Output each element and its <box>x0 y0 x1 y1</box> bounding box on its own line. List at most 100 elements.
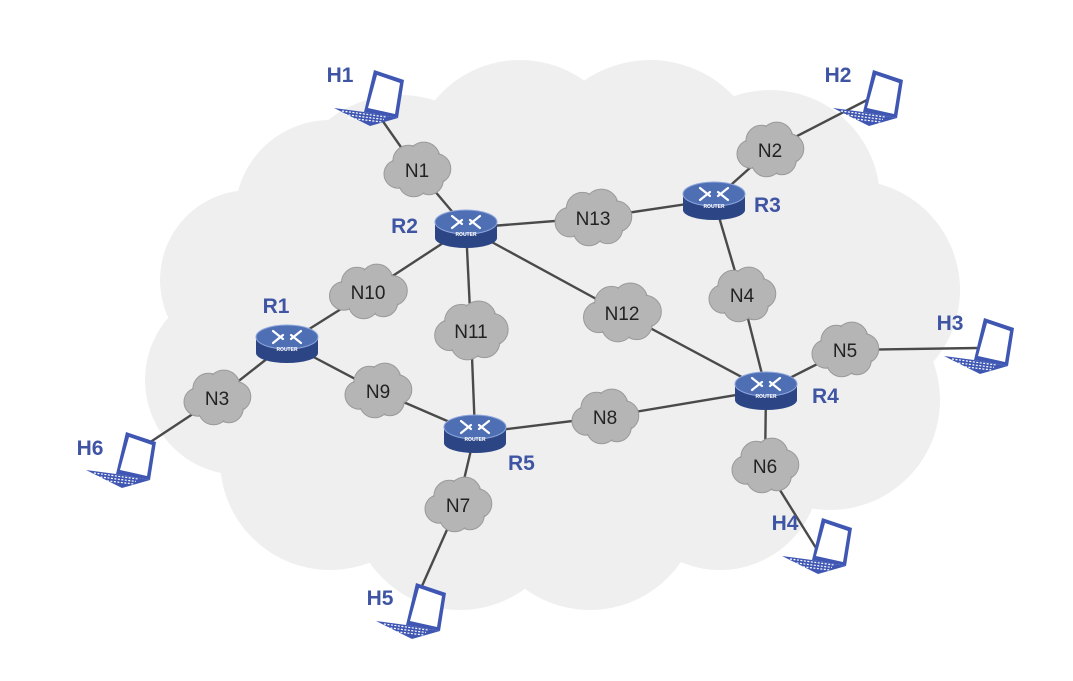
network-cloud-n13: N13 <box>554 188 633 247</box>
network-label-n4: N4 <box>730 286 755 307</box>
router-top <box>734 371 798 397</box>
laptop-keys <box>795 565 831 571</box>
network-label-n7: N7 <box>446 496 470 517</box>
cloud-fill <box>585 397 625 437</box>
router-top <box>255 324 319 350</box>
network-cloud-n11: N11 <box>434 300 509 361</box>
laptop-keys <box>951 358 997 366</box>
router-top <box>443 414 507 440</box>
router-badge: ROUTER <box>464 437 486 443</box>
host-label-h2: H2 <box>825 64 852 87</box>
network-cloud-n1: N1 <box>383 141 452 198</box>
router-r5: ROUTER <box>443 414 507 453</box>
router-arrows-icon <box>459 419 491 435</box>
laptop-display <box>816 523 848 562</box>
router-top <box>682 181 746 207</box>
router-top <box>434 209 498 235</box>
network-cloud-n7: N7 <box>424 476 493 533</box>
laptop-keys <box>386 626 427 634</box>
cloud-fill <box>397 150 437 190</box>
laptop-keys <box>846 117 882 123</box>
network-cloud-n8: N8 <box>571 388 640 445</box>
cloud-fill <box>358 371 398 411</box>
router-label-r5: R5 <box>508 452 535 475</box>
laptop-keys <box>341 110 387 118</box>
router-r1: ROUTER <box>255 324 319 363</box>
laptop-keys <box>792 561 833 569</box>
router-r3: ROUTER <box>682 181 746 220</box>
router-label-r4: R4 <box>812 385 839 408</box>
router-label-r2: R2 <box>391 215 418 238</box>
router-r4: ROUTER <box>734 371 798 410</box>
background-cloud-puff <box>270 190 570 490</box>
router-badge: ROUTER <box>703 204 725 210</box>
laptop-keys <box>957 365 993 371</box>
network-cloud-n12: N12 <box>583 282 662 343</box>
cloud-fill <box>722 275 762 315</box>
laptop-icon-h2 <box>833 70 903 126</box>
laptop-keys <box>383 623 429 631</box>
host-label-h1: H1 <box>327 64 354 87</box>
network-label-n3: N3 <box>205 389 229 410</box>
router-badge: ROUTER <box>455 232 477 238</box>
laptop-display <box>410 588 442 627</box>
cloud-fill <box>449 309 493 353</box>
router-r2: ROUTER <box>434 209 498 248</box>
host-label-h4: H4 <box>772 512 799 535</box>
laptop-keys <box>954 361 995 369</box>
network-cloud-n3: N3 <box>183 369 252 426</box>
laptop-display <box>978 323 1010 362</box>
laptop-display <box>867 75 899 114</box>
router-base <box>683 200 745 220</box>
network-label-n1: N1 <box>405 161 429 182</box>
router-badge: ROUTER <box>276 347 298 353</box>
router-arrows-icon <box>450 214 482 230</box>
router-base <box>256 343 318 363</box>
laptop-icon-h3 <box>944 318 1014 374</box>
router-arrows-icon <box>698 186 730 202</box>
cloud-fill <box>745 446 785 486</box>
laptop-display <box>368 75 400 114</box>
router-base <box>444 433 506 453</box>
host-label-h5: H5 <box>367 587 394 610</box>
laptop-keys <box>789 558 835 566</box>
network-cloud-n9: N9 <box>344 362 413 419</box>
laptop-keys <box>389 630 425 636</box>
router-badge: ROUTER <box>755 394 777 400</box>
host-label-h3: H3 <box>937 312 964 335</box>
network-label-n12: N12 <box>605 304 640 325</box>
cloud-fill <box>438 485 478 525</box>
router-label-r1: R1 <box>263 295 290 318</box>
network-label-n5: N5 <box>833 341 857 362</box>
router-arrows-icon <box>750 376 782 392</box>
laptop-keys <box>347 117 383 123</box>
network-cloud-n4: N4 <box>708 266 777 323</box>
laptop-icon-h1 <box>334 70 404 126</box>
host-label-h6: H6 <box>77 437 104 460</box>
laptop-icon-h4 <box>782 518 852 574</box>
cloud-fill <box>600 291 644 335</box>
network-label-n8: N8 <box>593 408 617 429</box>
cloud-fill <box>825 330 865 370</box>
router-base <box>435 228 497 248</box>
network-label-n11: N11 <box>454 322 487 343</box>
laptop-keys <box>96 475 137 483</box>
laptop-display <box>120 437 152 476</box>
router-label-r3: R3 <box>754 194 781 217</box>
cloud-fill <box>750 130 790 170</box>
network-label-n13: N13 <box>576 209 611 230</box>
laptop-icon-h5 <box>376 583 446 639</box>
laptop-keys <box>93 472 139 480</box>
network-cloud-n10: N10 <box>329 263 408 320</box>
laptop-icon-h6 <box>86 432 156 488</box>
router-arrows-icon <box>271 329 303 345</box>
laptop-keys <box>843 113 884 121</box>
router-base <box>735 390 797 410</box>
network-label-n6: N6 <box>753 457 777 478</box>
network-label-n9: N9 <box>366 382 390 403</box>
laptop-keys <box>840 110 886 118</box>
network-label-n2: N2 <box>758 141 782 162</box>
